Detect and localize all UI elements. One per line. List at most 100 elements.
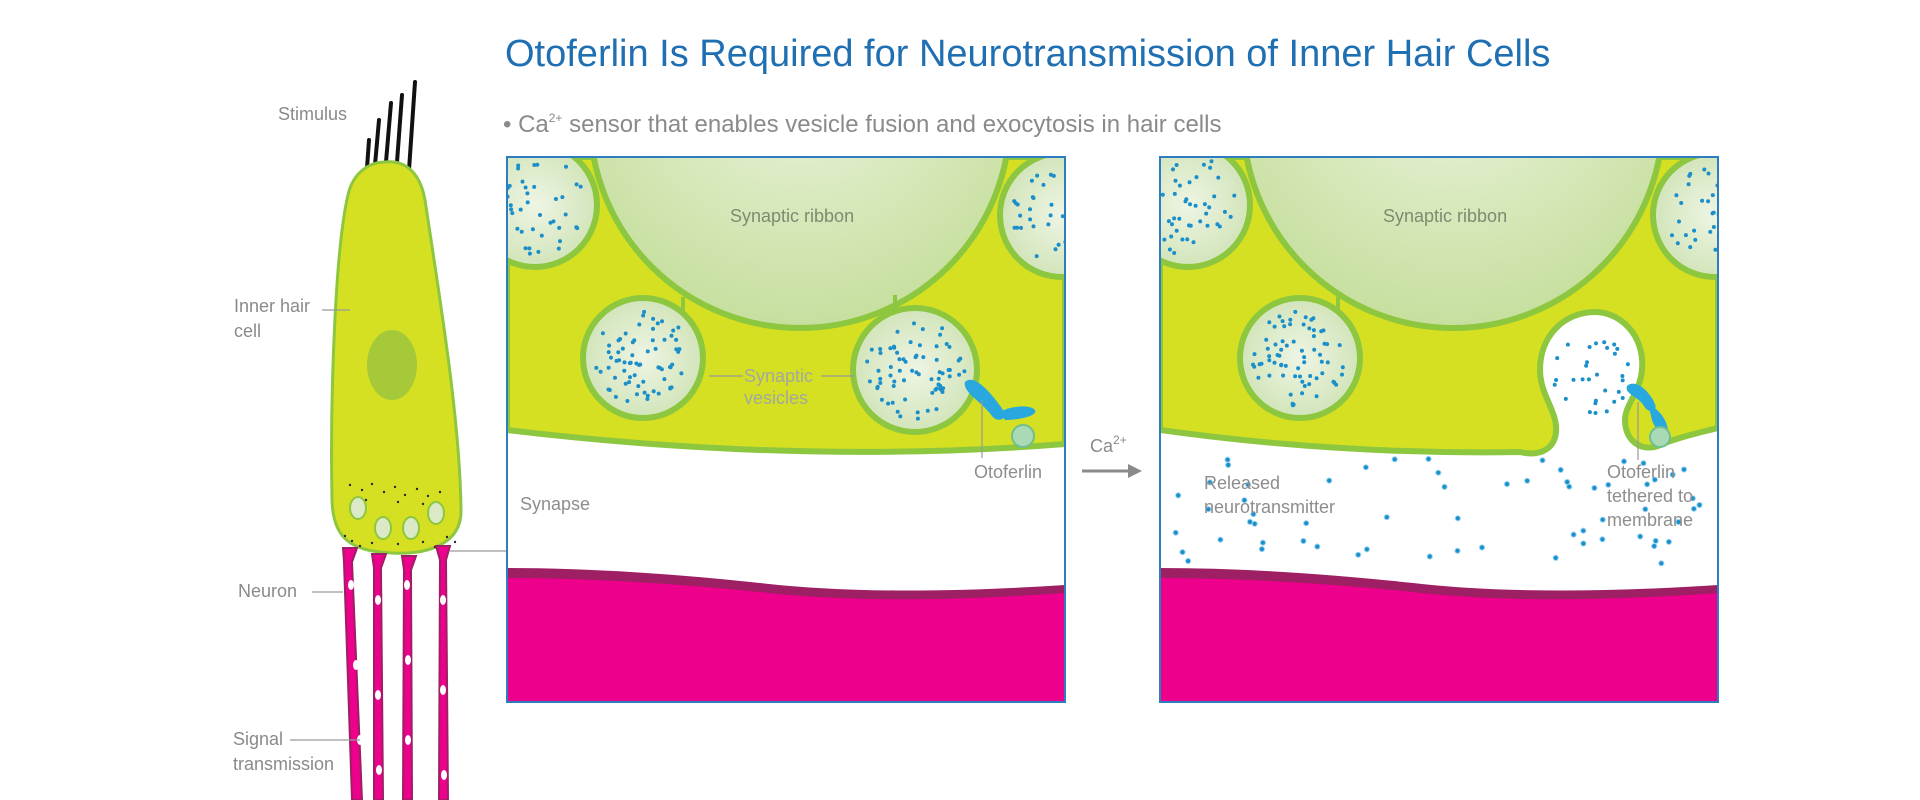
- vesicle-dot: [1217, 224, 1222, 229]
- vesicle-dot: [1267, 354, 1272, 359]
- base-vesicles: [349, 496, 445, 540]
- neurotransmitter-dot: [1564, 478, 1571, 486]
- neurotransmitter-dot: [1580, 540, 1587, 547]
- vesicle-dot: [1216, 175, 1221, 180]
- label-signal-line1: Signal: [233, 729, 283, 749]
- vesicle-dot: [500, 215, 504, 219]
- neurotransmitter-dot: [1185, 557, 1192, 565]
- vesicle-dot: [903, 397, 908, 402]
- vesicle-dot: [1615, 346, 1620, 351]
- arrow-label-superscript: 2+: [1113, 433, 1127, 447]
- vesicle-dot: [509, 207, 514, 212]
- vesicle-dot: [946, 368, 951, 372]
- vesicle-dot: [1729, 171, 1733, 175]
- vesicle-dot: [1166, 219, 1171, 224]
- panel-after: Synaptic ribbon Released neurotransmitte…: [1153, 156, 1743, 703]
- vesicle-dot: [1095, 246, 1099, 250]
- vesicle-dot: [1172, 251, 1177, 255]
- vesicle-dot: [655, 321, 660, 326]
- vesicle-dot: [1049, 202, 1054, 207]
- vesicle-dot: [934, 357, 939, 362]
- vesicle-dot: [558, 239, 562, 244]
- vesicle-dot: [1153, 209, 1157, 213]
- vesicle-dot: [1729, 220, 1733, 224]
- vesicle-dot: [1302, 384, 1307, 388]
- vesicle-dot: [916, 372, 921, 377]
- vesicle-dot: [634, 392, 639, 397]
- vesicle-dot: [1693, 237, 1698, 242]
- vesicle-dot: [944, 342, 949, 346]
- vesicle-dot: [527, 251, 532, 256]
- neurotransmitter-dot: [1303, 520, 1310, 527]
- neurotransmitter-dot: [1326, 477, 1333, 484]
- subtitle-superscript: 2+: [549, 111, 563, 125]
- label-synaptic-vesicles-line1: Synaptic: [744, 366, 813, 386]
- vesicle-dot: [936, 376, 941, 381]
- vesicle-dot: [892, 344, 896, 349]
- vesicle-dot: [1187, 223, 1191, 228]
- vesicle-dot: [563, 212, 568, 217]
- neurotransmitter-dot: [1175, 492, 1182, 499]
- vesicle-dot: [1340, 365, 1345, 370]
- vesicle-dot: [518, 207, 523, 212]
- vesicle-dot: [1282, 324, 1287, 329]
- vesicle-dot: [1071, 197, 1075, 201]
- neurotransmitter-dot: [1557, 466, 1564, 473]
- vesicle-dot: [679, 371, 684, 376]
- vesicle-dot: [496, 205, 500, 209]
- vesicle-dot: [634, 361, 639, 366]
- vesicle-dot: [1272, 324, 1277, 329]
- vesicle-dot: [947, 374, 952, 379]
- vesicle-dot: [1692, 228, 1697, 233]
- vesicle-dot: [1185, 237, 1190, 242]
- neurotransmitter-dot: [1383, 514, 1390, 521]
- neurotransmitter-dot: [1478, 544, 1486, 551]
- vesicle-dot: [934, 407, 939, 412]
- vesicle-dot: [1071, 220, 1075, 224]
- vesicle-dot: [1565, 342, 1570, 347]
- vesicle-dot: [1277, 314, 1282, 319]
- vesicle-dot: [1174, 163, 1179, 167]
- neurotransmitter-dot: [1435, 469, 1442, 476]
- vesicle-dot: [1739, 172, 1743, 176]
- vesicle-dots-after: [1153, 159, 1743, 415]
- vesicle-dot: [1087, 225, 1091, 229]
- vesicle-dot: [632, 373, 637, 378]
- neurotransmitter-dot: [1250, 510, 1257, 518]
- vesicle-dot: [607, 343, 612, 348]
- vesicle-dot: [613, 394, 618, 399]
- vesicle-dot: [575, 226, 580, 231]
- vesicle-dot: [1053, 247, 1058, 252]
- vesicle-dot: [1334, 382, 1339, 387]
- vesicle-dot: [1288, 317, 1293, 322]
- vesicle-dot: [1728, 255, 1732, 259]
- label-synaptic-ribbon-after: Synaptic ribbon: [1383, 206, 1507, 226]
- vesicle-dot: [1595, 372, 1599, 377]
- vesicle-dot: [662, 377, 667, 382]
- vesicle-dot: [1102, 240, 1106, 244]
- vesicle-dot: [628, 375, 632, 380]
- vesicle-dot: [515, 226, 520, 231]
- vesicle-dot: [1202, 202, 1207, 207]
- label-otoferlin-line3: membrane: [1607, 510, 1693, 530]
- vesicle-dot: [620, 346, 625, 351]
- vesicle-dot: [1160, 192, 1165, 197]
- neurotransmitter-dot: [1552, 554, 1559, 562]
- vesicle-dot: [674, 347, 679, 352]
- vesicle-dot: [1320, 371, 1325, 376]
- vesicle-dot: [1080, 197, 1084, 201]
- vesicle-dot: [1706, 171, 1711, 176]
- vesicle-dot: [1191, 240, 1196, 245]
- label-inner-hair-cell-line1: Inner hair: [234, 296, 310, 316]
- vesicle-dot: [1098, 220, 1102, 224]
- vesicle-dot: [674, 337, 679, 342]
- vesicle-dot: [1167, 247, 1172, 252]
- vesicle-dot: [613, 375, 617, 380]
- vesicle-dot: [645, 349, 650, 354]
- vesicle-dot: [897, 357, 902, 362]
- vesicle-dot: [938, 332, 943, 337]
- vesicle-dot: [1711, 225, 1716, 229]
- neurotransmitter-dot: [1258, 546, 1266, 553]
- vesicle-dot: [902, 378, 906, 383]
- vesicle-dot: [1012, 225, 1017, 230]
